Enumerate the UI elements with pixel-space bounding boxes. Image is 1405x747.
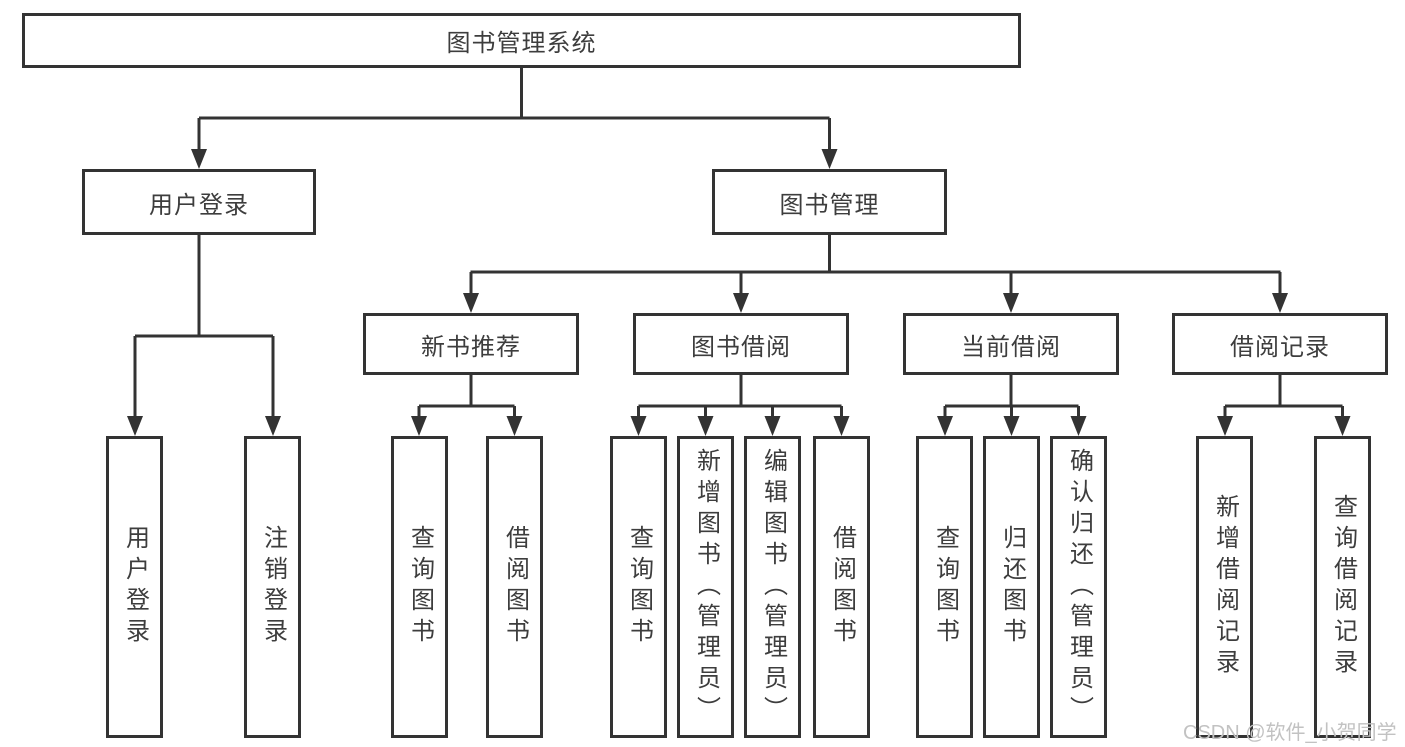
leaf-logout: 注销登录 [244, 436, 301, 738]
node-book-management: 图书管理 [712, 169, 947, 235]
leaf-borrow-add-book-admin: 新增图书（管理员） [677, 436, 734, 738]
leaf-records-query-borrow-record: 查询借阅记录 [1314, 436, 1371, 738]
node-label: 新增图书（管理员） [692, 447, 720, 727]
leaf-records-add-borrow-record: 新增借阅记录 [1196, 436, 1253, 738]
node-label: 图书管理系统 [446, 30, 597, 57]
leaf-borrow-edit-book-admin: 编辑图书（管理员） [744, 436, 801, 738]
csdn-watermark: CSDN @软件_小贺同学 [1183, 722, 1397, 744]
node-label: 借阅图书 [501, 525, 529, 649]
node-label: 归还图书 [998, 525, 1026, 649]
node-label: 用户登录 [149, 191, 249, 219]
node-label: 借阅记录 [1230, 333, 1330, 361]
leaf-current-return-books: 归还图书 [983, 436, 1040, 738]
node-new-book-recommend: 新书推荐 [363, 313, 579, 375]
node-borrowing-records: 借阅记录 [1172, 313, 1388, 375]
leaf-current-query-books: 查询图书 [916, 436, 973, 738]
node-user-login: 用户登录 [82, 169, 316, 235]
node-label: 确认归还（管理员） [1065, 447, 1093, 727]
leaf-borrow-query-books: 查询图书 [610, 436, 667, 738]
node-book-borrowing: 图书借阅 [633, 313, 849, 375]
node-label: 新增借阅记录 [1211, 494, 1239, 680]
node-label: 编辑图书（管理员） [759, 447, 787, 727]
leaf-user-login: 用户登录 [106, 436, 163, 738]
node-current-borrowing: 当前借阅 [903, 313, 1119, 375]
node-label: 图书借阅 [691, 333, 791, 361]
node-label: 查询借阅记录 [1329, 494, 1357, 680]
node-label: 新书推荐 [421, 333, 521, 361]
node-label: 借阅图书 [828, 525, 856, 649]
node-label: 查询图书 [625, 525, 653, 649]
leaf-borrow-borrow-books: 借阅图书 [813, 436, 870, 738]
leaf-newbooks-query-books: 查询图书 [391, 436, 448, 738]
node-label: 查询图书 [406, 525, 434, 649]
leaf-current-confirm-return-admin: 确认归还（管理员） [1050, 436, 1107, 738]
node-label: 当前借阅 [961, 333, 1061, 361]
node-library-system-root: 图书管理系统 [22, 13, 1021, 68]
node-label: 图书管理 [779, 191, 880, 219]
node-label: 查询图书 [931, 525, 959, 649]
node-label: 注销登录 [259, 525, 287, 649]
leaf-newbooks-borrow-books: 借阅图书 [486, 436, 543, 738]
node-label: 用户登录 [121, 525, 149, 649]
